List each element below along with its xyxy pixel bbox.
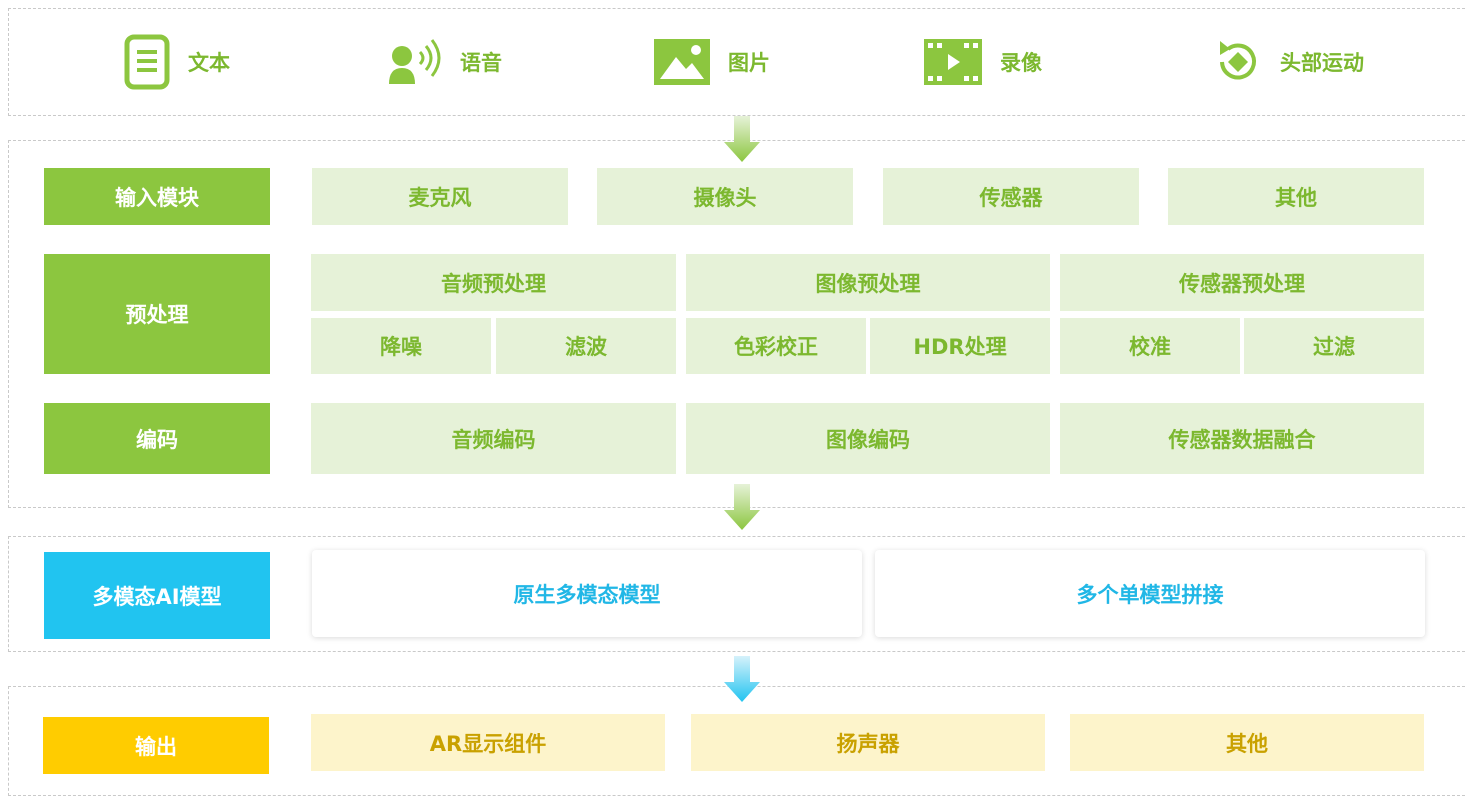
video-icon bbox=[924, 37, 982, 87]
model-item: 多个单模型拼接 bbox=[875, 550, 1425, 637]
input-head-motion-label: 头部运动 bbox=[1280, 51, 1364, 75]
input-module-item: 其他 bbox=[1168, 168, 1424, 225]
preprocess-item: 过滤 bbox=[1244, 318, 1424, 374]
encode-label: 编码 bbox=[44, 403, 270, 474]
preprocess-group-title: 音频预处理 bbox=[311, 254, 676, 311]
arrow-down-icon bbox=[724, 656, 760, 702]
encode-item: 音频编码 bbox=[311, 403, 676, 474]
arrow-down-icon bbox=[724, 116, 760, 162]
preprocess-item: 色彩校正 bbox=[686, 318, 866, 374]
arrow-down-icon bbox=[724, 484, 760, 530]
output-item: 扬声器 bbox=[691, 714, 1045, 771]
output-item: AR显示组件 bbox=[311, 714, 665, 771]
input-module-item: 传感器 bbox=[883, 168, 1139, 225]
input-module-item: 麦克风 bbox=[312, 168, 568, 225]
preprocess-item: HDR处理 bbox=[870, 318, 1050, 374]
preprocess-group-title: 传感器预处理 bbox=[1060, 254, 1424, 311]
preprocess-label: 预处理 bbox=[44, 254, 270, 374]
output-label: 输出 bbox=[43, 717, 269, 774]
input-text: 文本 bbox=[124, 32, 230, 92]
inputs-frame bbox=[8, 8, 1465, 116]
preprocess-item: 校准 bbox=[1060, 318, 1240, 374]
input-video-label: 录像 bbox=[1000, 51, 1042, 75]
voice-icon bbox=[386, 34, 442, 90]
model-item: 原生多模态模型 bbox=[312, 550, 862, 637]
input-head-motion: 头部运动 bbox=[1214, 32, 1364, 92]
input-video: 录像 bbox=[924, 32, 1042, 92]
preprocess-item: 滤波 bbox=[496, 318, 676, 374]
model-label: 多模态AI模型 bbox=[44, 552, 270, 639]
input-voice: 语音 bbox=[386, 32, 502, 92]
input-image: 图片 bbox=[654, 32, 770, 92]
encode-item: 传感器数据融合 bbox=[1060, 403, 1424, 474]
head-motion-icon bbox=[1214, 37, 1262, 87]
input-module-item: 摄像头 bbox=[597, 168, 853, 225]
preprocess-item: 降噪 bbox=[311, 318, 491, 374]
output-item: 其他 bbox=[1070, 714, 1424, 771]
document-icon bbox=[124, 34, 170, 90]
input-voice-label: 语音 bbox=[460, 51, 502, 75]
input-image-label: 图片 bbox=[728, 51, 770, 75]
image-icon bbox=[654, 37, 710, 87]
encode-item: 图像编码 bbox=[686, 403, 1050, 474]
input-text-label: 文本 bbox=[188, 51, 230, 75]
preprocess-group-title: 图像预处理 bbox=[686, 254, 1050, 311]
model-frame bbox=[8, 536, 1465, 652]
input-module-label: 输入模块 bbox=[44, 168, 270, 225]
